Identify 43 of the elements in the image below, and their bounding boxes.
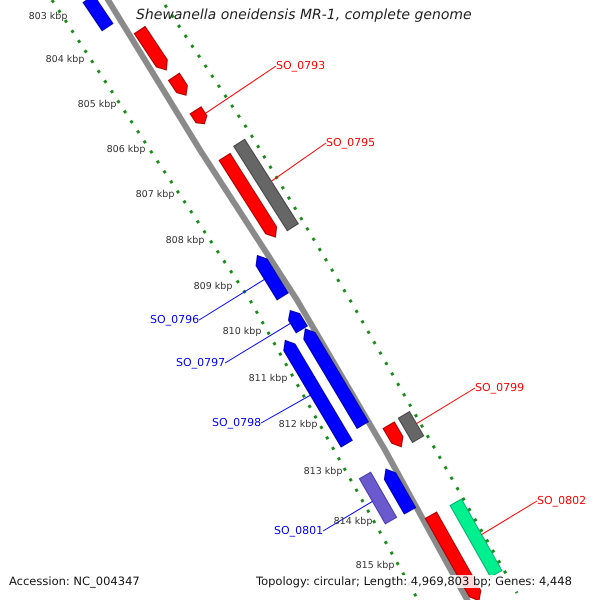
gene-block — [218, 152, 278, 238]
leader-line — [224, 322, 291, 364]
tick-label: 815 kbp — [356, 560, 394, 572]
gene-block — [134, 26, 168, 71]
leader-line — [481, 500, 538, 536]
leader-line — [270, 142, 326, 182]
leader-line — [205, 66, 276, 114]
gene-label: SO_0802 — [537, 495, 586, 508]
gene-bar — [82, 0, 114, 32]
tick-label: 810 kbp — [222, 326, 262, 338]
gene-label: SO_0801 — [274, 525, 324, 538]
tick-label: 803 kbp — [28, 12, 68, 22]
gene-bar — [233, 138, 299, 232]
gene-label: SO_0799 — [475, 382, 524, 394]
tick-label: 804 kbp — [46, 54, 84, 66]
tick-label: 807 kbp — [136, 190, 174, 200]
gene-label: SO_0795 — [326, 137, 376, 150]
tick-label: 812 kbp — [278, 420, 318, 430]
gene-block — [256, 254, 289, 300]
gene-label: SO_0796 — [150, 314, 200, 326]
chart-title: Shewanella oneidensis MR-1, complete genome — [136, 8, 472, 24]
tick-label: 806 kbp — [106, 144, 146, 156]
gene-bar — [398, 410, 424, 444]
leader-line — [198, 279, 265, 320]
tick-label: 813 kbp — [304, 466, 342, 478]
leader-line — [322, 500, 373, 532]
gene-block — [288, 310, 308, 334]
gene-label: SO_0798 — [212, 417, 262, 430]
leader-line — [260, 394, 311, 424]
gene-block — [382, 421, 404, 448]
gene-bar — [449, 498, 503, 578]
gene-label: SO_0797 — [176, 357, 226, 370]
gene-label: SO_0793 — [276, 60, 326, 72]
leader-line — [416, 388, 476, 424]
gene-block — [190, 106, 208, 124]
genome-stats-text: Topology: circular; Length: 4,969,803 bp; Genes: 4,448 — [256, 575, 572, 588]
tick-label: 805 kbp — [78, 100, 116, 110]
tick-label: 809 kbp — [194, 282, 232, 292]
gene-block — [384, 468, 416, 515]
tick-label: 808 kbp — [166, 236, 204, 246]
accession-text: Accession: NC_004347 — [9, 575, 140, 588]
tick-label: 811 kbp — [248, 374, 288, 384]
gene-block — [168, 72, 188, 96]
